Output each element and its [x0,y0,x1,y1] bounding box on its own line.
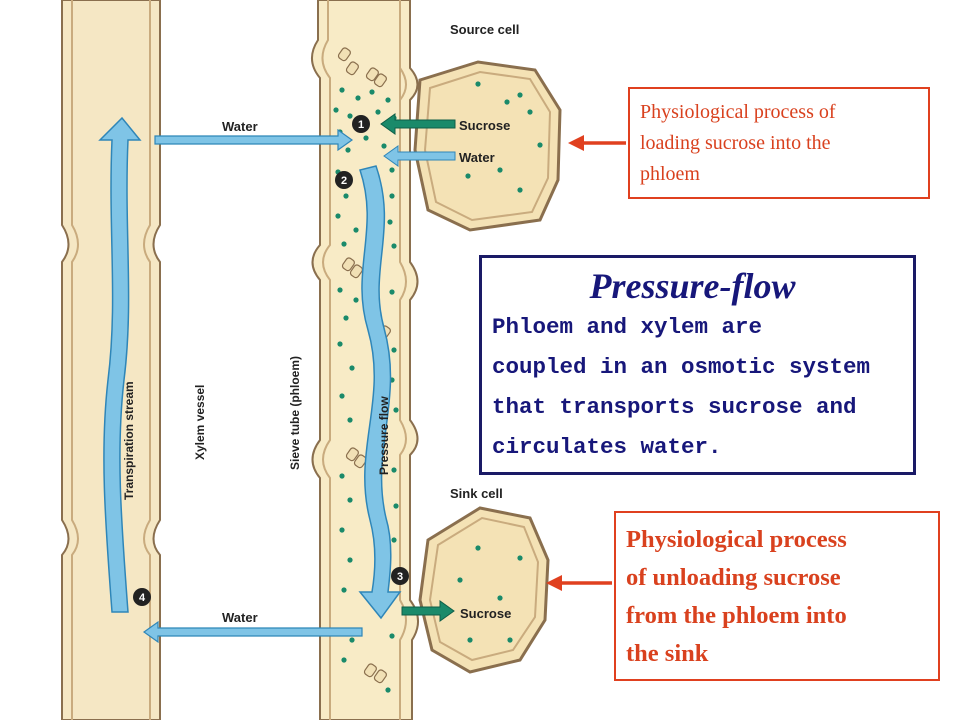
water-label-top-right: Water [459,150,495,165]
unloading-line-1: Physiological process [626,526,847,553]
unloading-line-3: from the phloem into [626,602,847,629]
sucrose-arrow-bottom [401,600,455,622]
svg-text:2: 2 [341,175,347,187]
svg-text:4: 4 [139,592,146,604]
pressure-flow-line-4: circulates water. [492,434,722,460]
step-2-marker: 2 [335,171,353,189]
pressure-flow-line-3: that transports sucrose and [492,394,857,420]
source-cell [413,60,562,232]
pressure-flow-title: Pressure-flow [589,266,796,306]
unloading-line-2: of unloading sucrose [626,564,841,591]
transpiration-stream-label: Transpiration stream [122,381,136,500]
loading-callout: Physiological process of loading sucrose… [628,87,930,199]
step-1-marker: 1 [352,115,370,133]
sink-cell-label: Sink cell [450,486,503,501]
water-arrow-top [154,128,354,152]
pressure-flow-arrow [358,165,402,620]
sucrose-arrow-top [380,113,456,135]
water-label-top-left: Water [222,119,258,134]
transpiration-stream-arrow [98,116,142,613]
water-arrow-source [383,145,456,167]
sucrose-label-top: Sucrose [459,118,510,133]
red-pointer-arrow-top [568,135,626,151]
sink-cell [418,506,550,674]
unloading-callout: Physiological process of unloading sucro… [614,511,940,681]
pressure-flow-line-2: coupled in an osmotic system [492,354,871,380]
svg-text:3: 3 [397,571,403,583]
water-label-bottom: Water [222,610,258,625]
water-arrow-bottom [142,620,363,644]
red-pointer-arrow-bottom [546,575,612,591]
sucrose-label-bottom: Sucrose [460,606,511,621]
pressure-flow-callout: Pressure-flow Phloem and xylem are coupl… [479,255,916,475]
source-cell-label: Source cell [450,22,519,37]
loading-line-1: Physiological process of [640,101,836,123]
pressure-flow-label: Pressure flow [377,396,391,475]
step-4-marker: 4 [133,588,151,606]
sieve-tube-label: Sieve tube (phloem) [288,356,302,470]
pressure-flow-line-1: Phloem and xylem are [492,314,763,340]
loading-line-3: phloem [640,163,700,185]
xylem-vessel-label: Xylem vessel [193,385,207,460]
svg-text:1: 1 [358,119,364,131]
unloading-line-4: the sink [626,640,709,667]
loading-line-2: loading sucrose into the [640,132,831,154]
step-3-marker: 3 [391,567,409,585]
